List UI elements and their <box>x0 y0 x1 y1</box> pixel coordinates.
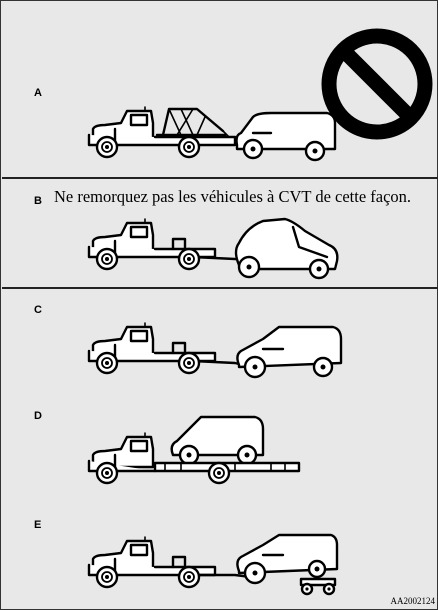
panel-divider-ab <box>2 177 438 179</box>
panel-b-letter: B <box>34 195 42 207</box>
panel-b-warning-text: Ne remorquez pas les véhicules à CVT de … <box>54 187 412 206</box>
panel-divider-bc <box>2 287 438 289</box>
car-icon <box>235 111 337 162</box>
towing-dolly-icon <box>299 577 337 596</box>
panel-a-letter: A <box>34 87 42 99</box>
car-icon <box>234 217 339 280</box>
panel-e-letter: E <box>34 519 42 531</box>
tow-truck-icon <box>87 536 253 589</box>
tow-truck-icon <box>87 218 259 271</box>
tow-truck-icon <box>87 322 253 375</box>
figure-reference-code: AA2002124 <box>390 596 436 606</box>
car-icon <box>236 325 343 379</box>
no-entry-icon <box>321 28 433 140</box>
panel-d-letter: D <box>34 410 42 422</box>
tow-truck-icon <box>87 106 237 159</box>
tow-truck-icon <box>87 415 301 485</box>
car-icon <box>236 533 339 585</box>
panel-c-letter: C <box>34 304 42 316</box>
